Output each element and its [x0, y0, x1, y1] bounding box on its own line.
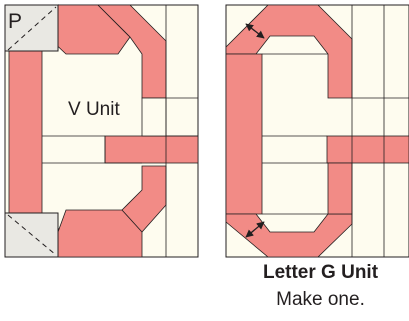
- press-arrow-bottom-icon: [245, 221, 265, 238]
- finished-unit-view: [225, 4, 409, 258]
- crossbar-strip: [104, 135, 199, 164]
- v-unit-label: V Unit: [68, 99, 120, 120]
- g-crossbar: [326, 135, 409, 164]
- caption-subtitle: Make one.: [276, 289, 365, 310]
- g-left-bar: [225, 53, 263, 215]
- dashed-diagonal-top: [7, 6, 57, 51]
- g-right-lower-bar: [327, 162, 353, 215]
- exploded-unit-view: P V Unit: [4, 4, 199, 258]
- piece-p-label: P: [8, 10, 22, 33]
- caption-title: Letter G Unit: [262, 262, 379, 283]
- press-arrow-top-icon: [245, 23, 265, 39]
- left-vertical-bar: [8, 50, 43, 214]
- v-unit-cell: [141, 97, 167, 137]
- dashed-diagonal-bottom: [7, 214, 57, 256]
